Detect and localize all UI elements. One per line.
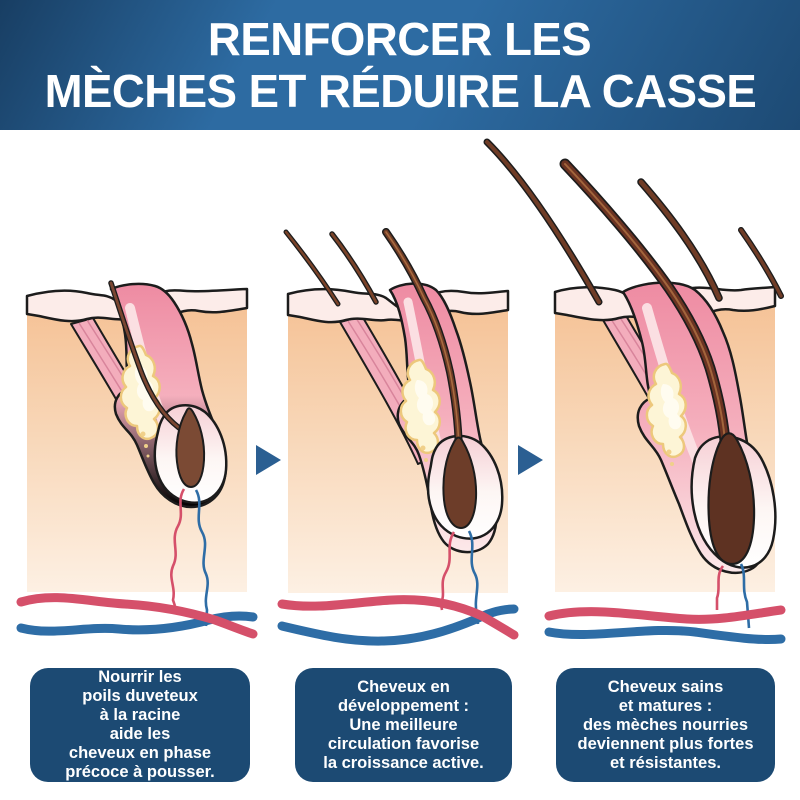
follicle-stage-1-illustration xyxy=(16,280,258,639)
vein-vessel xyxy=(277,604,519,646)
header-banner: RENFORCER LES MÈCHES ET RÉDUIRE LA CASSE xyxy=(0,0,800,130)
follicle-stage-3-panel xyxy=(483,138,786,670)
illustration-row xyxy=(0,138,800,670)
capillary-artery xyxy=(715,565,725,610)
capillary-vein xyxy=(467,530,480,625)
sebaceous-gland xyxy=(119,344,161,458)
background-hairs xyxy=(283,229,379,307)
artery-vessel xyxy=(277,595,519,640)
follicle-stage-3-illustration xyxy=(483,138,786,645)
hair-bulb xyxy=(175,407,206,489)
sebaceous-gland xyxy=(399,358,441,462)
follicle-stage-2-illustration xyxy=(277,228,519,646)
hair-shaft xyxy=(559,158,732,462)
vein-vessel xyxy=(16,611,258,636)
follicle-stage-1-panel xyxy=(16,140,258,670)
capillary-artery xyxy=(439,531,456,611)
caption-text-3: Cheveux sains et matures : des mèches no… xyxy=(577,677,754,772)
capillary-artery xyxy=(170,488,186,607)
vein-vessel xyxy=(544,625,786,645)
hair-bulb xyxy=(707,432,756,566)
arrow-right-icon xyxy=(256,445,281,475)
follicle-stage-2-panel xyxy=(277,140,519,670)
sebaceous-gland xyxy=(645,362,687,466)
hair-shaft xyxy=(108,280,188,435)
artery-vessel xyxy=(16,593,258,639)
header-title-line1: RENFORCER LES xyxy=(208,13,592,65)
caption-box-2: Cheveux en développement : Une meilleure… xyxy=(295,668,512,782)
caption-box-1: Nourrir les poils duveteux à la racine a… xyxy=(30,668,250,782)
capillary-vein xyxy=(194,489,210,627)
caption-text-1: Nourrir les poils duveteux à la racine a… xyxy=(65,668,215,781)
hair-shaft xyxy=(382,228,463,462)
caption-box-3: Cheveux sains et matures : des mèches no… xyxy=(556,668,775,782)
artery-vessel xyxy=(544,605,786,624)
capillary-vein xyxy=(739,563,751,629)
hair-bulb xyxy=(442,436,478,530)
caption-text-2: Cheveux en développement : Une meilleure… xyxy=(323,677,484,772)
background-hairs xyxy=(483,138,784,306)
epidermis xyxy=(286,287,510,324)
arrow-right-icon xyxy=(518,445,543,475)
header-title-line2: MÈCHES ET RÉDUIRE LA CASSE xyxy=(44,65,756,117)
